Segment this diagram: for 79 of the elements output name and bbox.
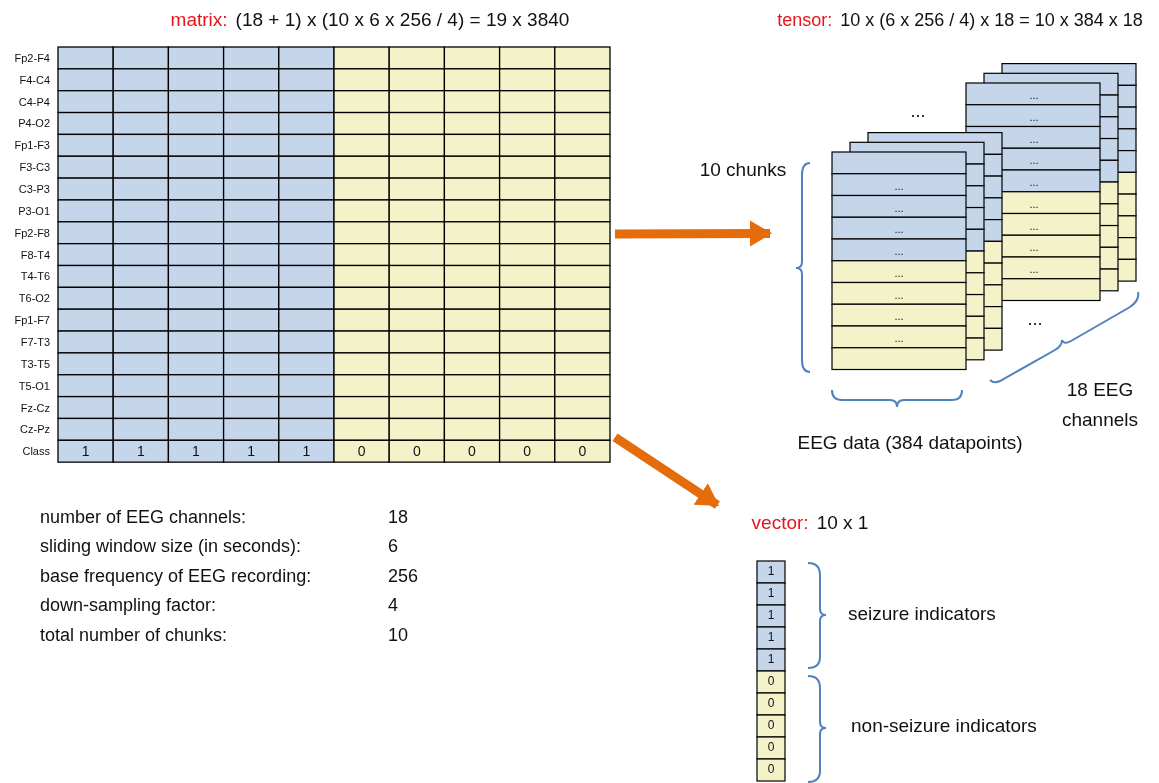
vector-value: 0	[767, 719, 775, 733]
ellipsis-mark: ...	[1029, 262, 1039, 276]
vector-value: 0	[767, 763, 775, 777]
heading-keyword: matrix:	[170, 9, 228, 30]
row-label: T6-O2	[18, 292, 50, 305]
row-label: F7-T3	[20, 335, 50, 348]
dimension-formula: 10 x 1	[816, 512, 869, 533]
ellipsis-mark: ...	[1029, 132, 1039, 145]
heading-keyword: vector:	[751, 512, 809, 533]
parameter-name: down-sampling factor:	[40, 596, 217, 616]
dimension-label: EEG data (384 datapoints)	[797, 432, 1023, 454]
dimension-label: 18 EEG channels	[1060, 378, 1140, 432]
class-value: 0	[357, 444, 366, 460]
ellipsis-mark: ...	[1029, 241, 1039, 254]
row-label: Fz-Cz	[20, 401, 50, 414]
parameter-value: 10	[388, 626, 409, 646]
row-label: F8-T4	[20, 248, 50, 261]
dimension-formula: (18 + 1) x (10 x 6 x 256 / 4) = 19 x 3840	[235, 9, 570, 30]
vector-value: 0	[767, 675, 775, 689]
parameter-name: base frequency of EEG recording:	[40, 567, 312, 587]
ellipsis-mark: ...	[1027, 310, 1043, 330]
row-label: Cz-Pz	[20, 423, 50, 436]
vector-value: 1	[767, 631, 775, 645]
row-label: F3-C3	[19, 161, 50, 174]
row-label: Class	[22, 445, 50, 458]
row-label: F4-C4	[19, 73, 50, 86]
parameter-name: number of EEG channels:	[40, 508, 247, 528]
ellipsis-mark: ...	[894, 201, 904, 214]
parameter-name: total number of chunks:	[40, 626, 228, 646]
ellipsis-mark: ...	[894, 310, 904, 323]
ellipsis-mark: ...	[894, 266, 904, 279]
group-label: non-seizure indicators	[851, 715, 1037, 737]
class-value: 0	[468, 444, 476, 460]
row-label: P4-O2	[18, 117, 50, 130]
ellipsis-mark: ...	[1029, 219, 1039, 232]
vector-value: 1	[767, 587, 775, 601]
class-value: 1	[192, 444, 200, 460]
parameter-value: 18	[388, 508, 409, 528]
row-label: Fp2-F8	[14, 226, 50, 239]
ellipsis-mark: ...	[894, 244, 904, 258]
row-label: C3-P3	[18, 182, 50, 196]
ellipsis-mark: ...	[894, 331, 904, 345]
class-value: 0	[523, 444, 532, 460]
row-label: P3-O1	[18, 204, 50, 217]
parameter-value: 4	[388, 596, 398, 616]
heading-keyword: tensor:	[777, 10, 833, 30]
ellipsis-mark: ...	[910, 102, 926, 122]
ellipsis-mark: ...	[1029, 154, 1039, 167]
row-label: T5-O1	[18, 379, 50, 392]
arrow	[615, 220, 772, 247]
arrow	[612, 433, 720, 509]
row-label: T3-T5	[20, 357, 50, 370]
group-label: seizure indicators	[848, 603, 996, 625]
dimension-label: 10 chunks	[699, 159, 787, 181]
dimension-formula: 10 x (6 x 256 / 4) x 18 = 10 x 384 x 18	[840, 10, 1143, 30]
ellipsis-mark: ...	[1029, 88, 1039, 102]
ellipsis-mark: ...	[894, 288, 904, 301]
parameter-value: 6	[388, 537, 398, 557]
class-value: 0	[578, 444, 587, 460]
parameter-value: 256	[388, 567, 419, 587]
ellipsis-mark: ...	[894, 179, 904, 192]
vector-value: 1	[767, 653, 775, 667]
parameter-name: sliding window size (in seconds):	[40, 537, 302, 557]
row-label: C4-P4	[18, 95, 50, 108]
class-value: 0	[412, 444, 421, 460]
class-value: 1	[136, 444, 145, 460]
class-value: 1	[81, 444, 90, 460]
vector-value: 0	[767, 741, 775, 755]
row-label: T4-T6	[20, 270, 50, 283]
class-value: 1	[247, 444, 256, 460]
ellipsis-mark: ...	[1029, 175, 1039, 189]
class-value: 1	[302, 444, 311, 460]
vector-value: 0	[767, 697, 775, 711]
vector-value: 1	[767, 609, 775, 623]
row-label: Fp2-F4	[14, 51, 50, 64]
ellipsis-mark: ...	[1029, 197, 1039, 210]
vector-value: 1	[767, 565, 775, 579]
ellipsis-mark: ...	[894, 223, 904, 236]
ellipsis-mark: ...	[1029, 110, 1039, 123]
